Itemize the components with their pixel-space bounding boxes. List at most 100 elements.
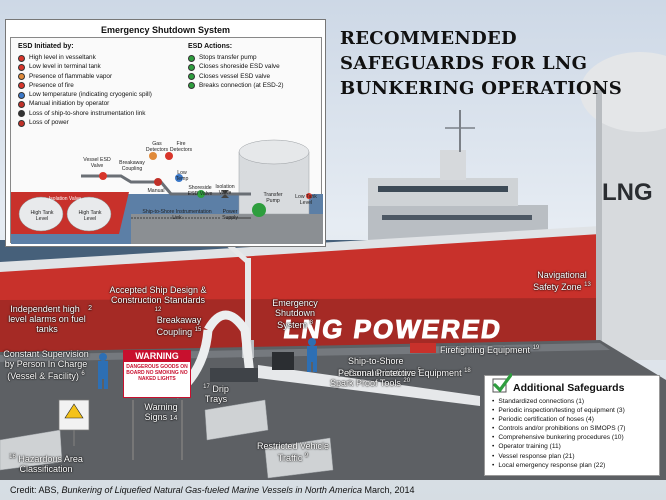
schematic-tank-right: [66, 196, 112, 232]
list-item: Stops transfer pump: [188, 53, 284, 62]
status-dot-icon: [188, 54, 195, 62]
list-item: Operator training (11): [492, 442, 625, 451]
list-item-label: Loss of ship-to-shore instrumentation li…: [29, 109, 146, 117]
schematic-shoreside-esd-valve: [197, 190, 205, 198]
list-item: Periodic inspection/testing of equipment…: [492, 406, 625, 415]
label-esd-system: Emergency Shutdown System 8: [272, 298, 318, 330]
label-instrumentation-link: Ship-to-Shore Instrumentation Link: [142, 209, 212, 221]
list-item-label: Manual initiation by operator: [29, 100, 110, 108]
label-number: 6: [81, 371, 85, 377]
title-line: BUNKERING OPERATIONS: [340, 78, 623, 99]
warning-sign-heading: WARNING: [124, 351, 190, 362]
shore-pipe: [258, 365, 480, 406]
list-item: Periodic certification of hoses (4): [492, 415, 625, 424]
list-item: Closes shoreside ESD valve: [188, 62, 284, 71]
list-item-label: Vessel response plan (21): [498, 452, 575, 460]
list-item: Controls and/or prohibitions on SIMOPS (…: [492, 424, 625, 433]
safeguards-list: Standardized connections (1)Periodic ins…: [492, 397, 625, 470]
list-item-label: Stops transfer pump: [199, 54, 257, 61]
page-title: RECOMMENDED SAFEGUARDS FOR LNG BUNKERING…: [340, 26, 640, 101]
label-ppe: Personal Protective Equipment 18: [338, 368, 471, 378]
list-item-label: Breaks connection (at ESD-2): [199, 81, 284, 89]
esd-schematic: [11, 139, 323, 244]
schematic-tank-left: [18, 196, 64, 232]
label-number: 16: [9, 454, 16, 460]
label-drip-trays: 17 Drip Trays: [203, 384, 229, 404]
worker-vessel: [98, 353, 108, 389]
status-dot-icon: [188, 63, 195, 71]
label-manual: Manual: [147, 188, 165, 194]
status-dot-icon: [18, 73, 25, 81]
label-isolation-valve-ship: Isolation Valve: [48, 196, 82, 202]
list-item: Manual initiation by operator: [18, 99, 152, 108]
list-item-label: Controls and/or prohibitions on SIMOPS (…: [498, 425, 626, 433]
list-item-label: Operator training (11): [498, 443, 561, 451]
status-dot-icon: [188, 82, 195, 90]
schematic-pipe: [81, 174, 251, 196]
status-dot-icon: [18, 63, 25, 71]
drip-tray: [210, 368, 258, 382]
jersey-barriers: [0, 399, 334, 479]
ship-superstructure: [368, 110, 548, 245]
label-vessel-esd-valve: Vessel ESD Valve: [83, 157, 111, 169]
firefighting-equipment: [410, 343, 436, 353]
list-item: Presence of flammable vapor: [18, 72, 152, 81]
label-breakaway-coupling: Breakaway Coupling 15: [156, 315, 202, 337]
label-number: 18: [464, 368, 471, 374]
label-number: 5: [417, 368, 421, 374]
status-dot-icon: [18, 82, 25, 90]
title-line: RECOMMENDED: [340, 28, 517, 49]
label-power-supply: Power Supply: [222, 209, 238, 221]
credit-line: Credit: ABS, Bunkering of Liquefied Natu…: [10, 485, 415, 495]
fire-detector-icon: [165, 152, 173, 160]
list-item: Loss of power: [18, 118, 152, 127]
list-item: Presence of fire: [18, 81, 152, 90]
label-number: 20: [403, 378, 411, 384]
label-ship-to-shore: Ship-to-Shore Communications 5: [348, 356, 421, 378]
check-mark-icon: [492, 373, 512, 393]
list-item-label: Comprehensive bunkering procedures (10): [498, 434, 624, 442]
list-item-label: Periodic certification of hoses (4): [498, 416, 594, 424]
list-item: Standardized connections (1): [492, 397, 625, 406]
label-isolation-valve-shore: Isolation Valve: [215, 184, 235, 196]
list-item: Vessel response plan (21): [492, 452, 625, 461]
label-restricted-traffic: Restricted Vehicle Traffic 9: [256, 441, 330, 463]
status-dot-icon: [18, 119, 25, 127]
list-item: Breaks connection (at ESD-2): [188, 81, 284, 90]
list-item: Low level in terminal tank: [18, 62, 152, 71]
list-item-label: Presence of flammable vapor: [29, 72, 113, 80]
status-dot-icon: [18, 54, 25, 62]
list-item: Local emergency response plan (22): [492, 461, 625, 470]
label-independent-alarms: 2 Independent high level alarms on fuel …: [8, 304, 92, 334]
gas-detector-icon: [149, 152, 157, 160]
label-number: 9: [304, 453, 309, 459]
esd-initiated-heading: ESD Initiated by:: [18, 43, 74, 50]
esd-actions-heading: ESD Actions:: [188, 43, 233, 50]
hazardous-area-sign: [58, 399, 90, 446]
schematic-vessel-esd-valve: [99, 172, 107, 180]
label-high-tank-level-1: High Tank Level: [30, 210, 54, 222]
esd-diagram-box: ESD Initiated by: High level in vesselta…: [10, 37, 323, 244]
list-item-label: Presence of fire: [29, 81, 74, 89]
label-gas-detectors: Gas Detectors: [145, 141, 169, 153]
label-constant-supervision: Constant Supervision by Person In Charge…: [3, 349, 89, 381]
label-shoreside-esd-valve: Shoreside ESD Valve: [187, 185, 213, 197]
status-dot-icon: [18, 110, 25, 118]
label-navigational-zone: Navigational Safety Zone 13: [533, 270, 591, 292]
title-line: SAFEGUARDS FOR LNG: [340, 53, 588, 74]
label-number: 14: [169, 415, 178, 422]
list-item-label: Loss of power: [29, 119, 69, 127]
worker-facility: [307, 338, 317, 372]
low-temp-icon: [175, 174, 183, 182]
list-item-label: Closes shoreside ESD valve: [199, 63, 280, 71]
label-low-temp: Low Temp: [175, 170, 189, 182]
ship-name-text: LNG POWERED: [282, 314, 505, 344]
label-transfer-pump: Transfer Pump: [263, 192, 283, 204]
low-tank-level-icon: [306, 193, 312, 199]
list-item-label: High level in vesseltank: [29, 54, 96, 61]
label-fire-detectors: Fire Detectors: [169, 141, 193, 153]
label-number: 12: [154, 307, 162, 313]
status-dot-icon: [18, 100, 25, 108]
